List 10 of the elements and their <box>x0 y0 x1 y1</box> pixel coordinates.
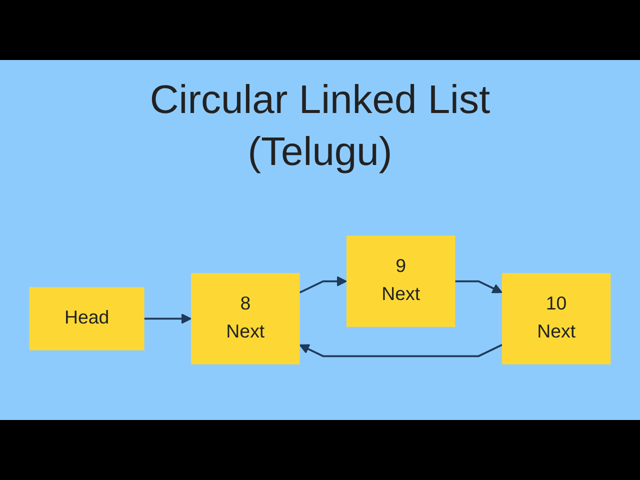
arrow <box>455 280 502 294</box>
node-box <box>502 273 611 364</box>
arrow <box>299 276 347 294</box>
arrow <box>144 314 192 324</box>
background-panel: Circular Linked List (Telugu) Head 8 Next 9 Next 10 Next <box>0 60 640 420</box>
node-box <box>346 236 456 327</box>
title: Circular Linked List (Telugu) <box>148 77 492 176</box>
arrow <box>299 344 502 358</box>
node-box <box>191 273 300 364</box>
node-box <box>29 287 144 350</box>
